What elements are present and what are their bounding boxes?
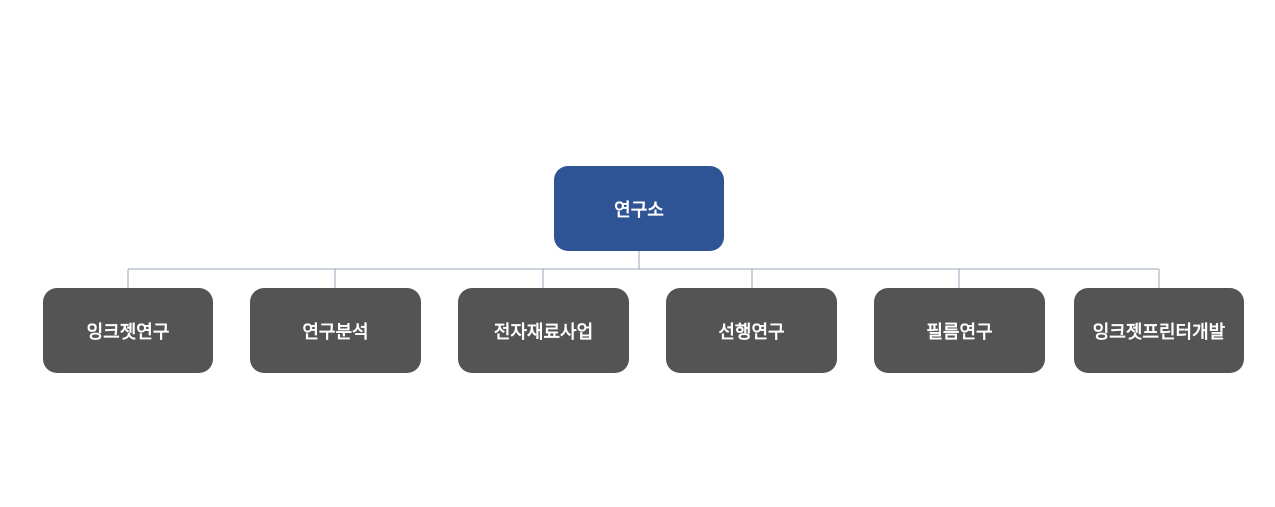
child-node-label: 필름연구 bbox=[926, 321, 993, 343]
child-node-electronic-materials[interactable]: 전자재료사업 bbox=[458, 288, 629, 373]
child-node-film-research[interactable]: 필름연구 bbox=[874, 288, 1045, 373]
root-node[interactable]: 연구소 bbox=[554, 166, 724, 251]
child-node-inkjet-research[interactable]: 잉크젯연구 bbox=[43, 288, 213, 373]
child-node-label: 선행연구 bbox=[718, 321, 785, 343]
child-node-label: 연구분석 bbox=[302, 321, 369, 343]
child-node-advanced-research[interactable]: 선행연구 bbox=[666, 288, 837, 373]
child-node-research-analysis[interactable]: 연구분석 bbox=[250, 288, 421, 373]
root-node-label: 연구소 bbox=[614, 199, 664, 221]
child-node-inkjet-printer-dev[interactable]: 잉크젯프린터개발 bbox=[1074, 288, 1244, 373]
child-node-label: 잉크젯연구 bbox=[86, 321, 170, 343]
child-node-label: 잉크젯프린터개발 bbox=[1092, 321, 1226, 343]
child-node-label: 전자재료사업 bbox=[493, 321, 594, 343]
